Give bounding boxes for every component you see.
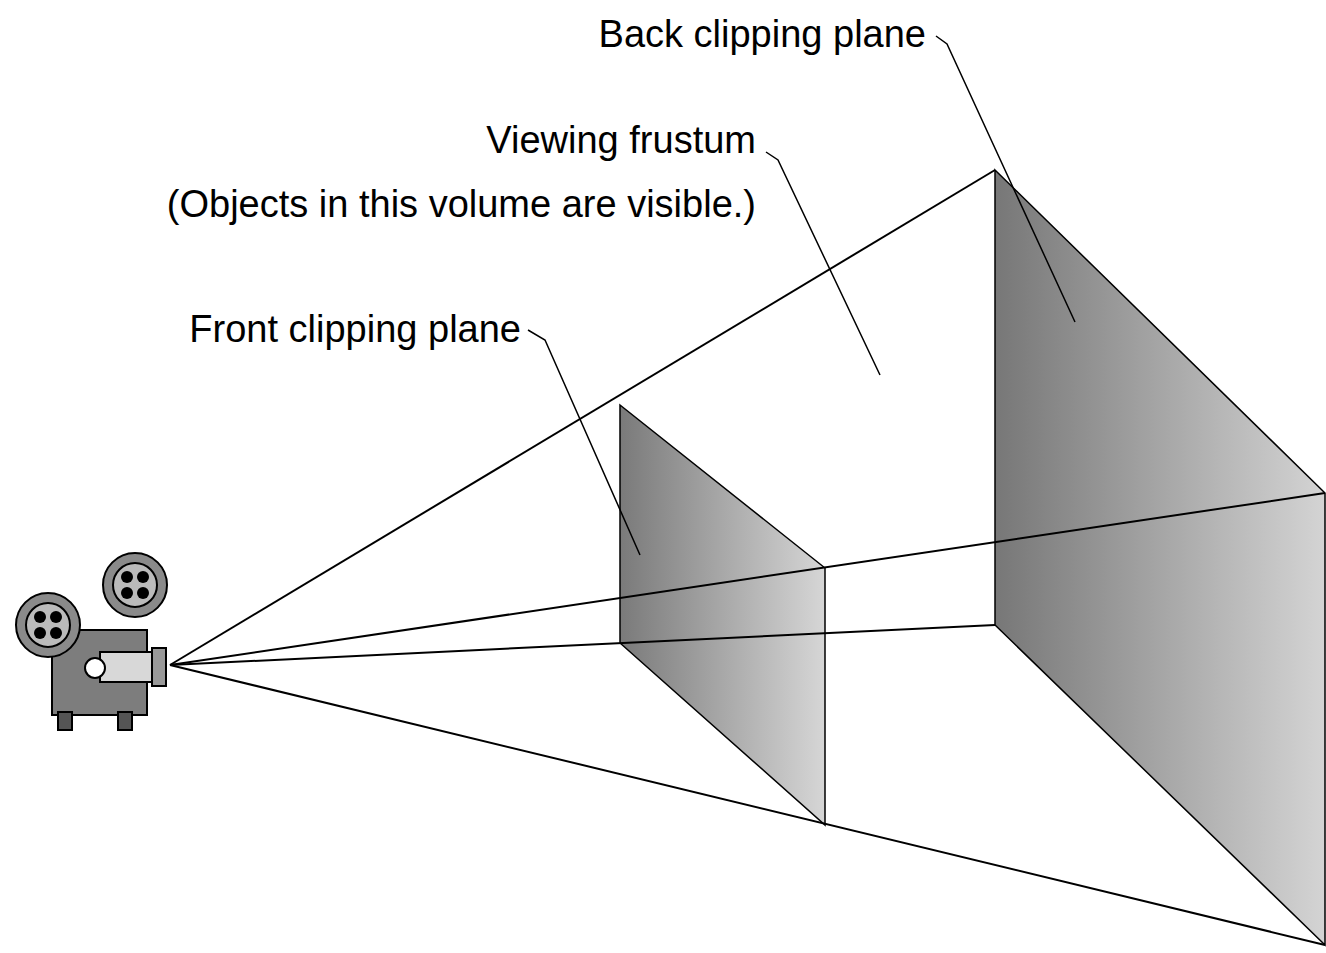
callout-label: Front clipping plane [189, 309, 521, 351]
callout-label: (Objects in this volume are visible.) [167, 184, 756, 226]
callout-label: Viewing frustum [486, 120, 756, 162]
callout-label: Back clipping plane [599, 14, 926, 56]
projector-icon [16, 553, 167, 730]
back-plane [995, 170, 1325, 945]
front-plane [620, 405, 825, 825]
frustum-edges [170, 170, 1325, 945]
leader-lines [528, 36, 1075, 555]
